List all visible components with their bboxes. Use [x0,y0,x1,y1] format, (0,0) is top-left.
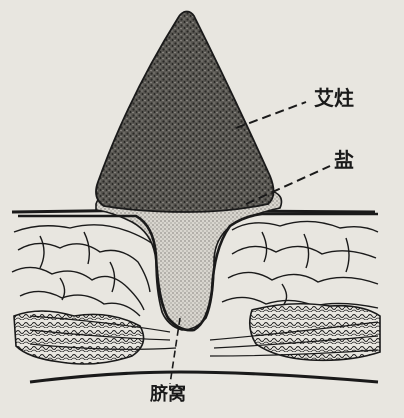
fat-tissue-right [222,221,378,308]
label-navel: 脐窝 [150,386,186,404]
bottom-boundary-line [30,372,378,382]
moxibustion-cone-shape [96,12,274,213]
fat-tissue-left [12,225,160,316]
label-salt: 盐 [334,150,354,170]
muscle-layer-right [250,304,380,361]
label-moxibustion-cone: 艾炷 [314,88,354,108]
